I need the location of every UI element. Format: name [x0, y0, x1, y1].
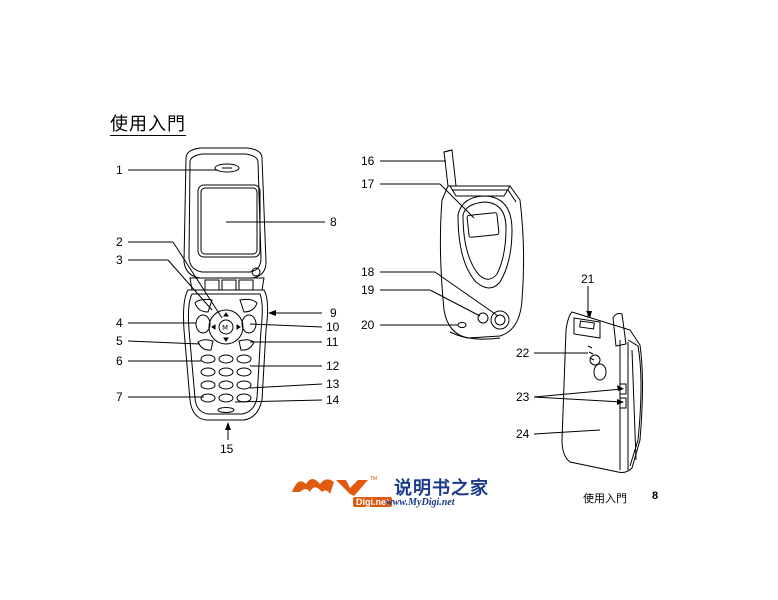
callout-4: 4 — [116, 316, 123, 330]
phone-side-illustration — [561, 311, 643, 473]
footer-page-number: 8 — [652, 490, 659, 502]
phone-back-illustration — [439, 149, 525, 340]
callout-numbers: 1 2 3 4 5 6 7 8 9 10 11 12 13 14 15 16 1… — [116, 154, 595, 456]
callout-22: 22 — [516, 346, 530, 360]
watermark-chinese: 说明书之家 — [394, 478, 489, 499]
footer-section-title: 使用入門 — [583, 492, 627, 505]
watermark-sub: Digi.net — [353, 497, 392, 507]
watermark-url: www.MyDigi.net — [386, 497, 455, 508]
callout-8: 8 — [330, 215, 337, 229]
callout-lines — [127, 160, 623, 440]
callout-17: 17 — [361, 177, 375, 191]
phone-front-illustration: M — [183, 147, 269, 421]
callout-15: 15 — [220, 442, 234, 456]
callout-arrows — [225, 310, 624, 430]
mydigi-logo-icon: TM — [292, 476, 377, 496]
section-title: 使用入門 — [110, 114, 186, 135]
callout-14: 14 — [326, 393, 340, 407]
callout-5: 5 — [116, 334, 123, 348]
callout-9: 9 — [330, 306, 337, 320]
watermark-logo: TM Digi.net 说明书之家 www.MyDigi.net — [290, 470, 490, 515]
callout-1: 1 — [116, 163, 123, 177]
callout-19: 19 — [361, 283, 375, 297]
callout-10: 10 — [326, 320, 340, 334]
callout-13: 13 — [326, 377, 340, 391]
callout-11: 11 — [326, 335, 339, 349]
callout-20: 20 — [361, 318, 375, 332]
callout-24: 24 — [516, 427, 530, 441]
callout-2: 2 — [116, 235, 123, 249]
callout-7: 7 — [116, 390, 123, 404]
svg-text:M: M — [222, 324, 228, 332]
callout-23: 23 — [516, 390, 530, 404]
callout-6: 6 — [116, 354, 123, 368]
callout-12: 12 — [326, 359, 340, 373]
callout-3: 3 — [116, 253, 123, 267]
svg-text:TM: TM — [370, 476, 377, 482]
callout-18: 18 — [361, 265, 375, 279]
callout-21: 21 — [581, 272, 595, 286]
callout-16: 16 — [361, 154, 375, 168]
